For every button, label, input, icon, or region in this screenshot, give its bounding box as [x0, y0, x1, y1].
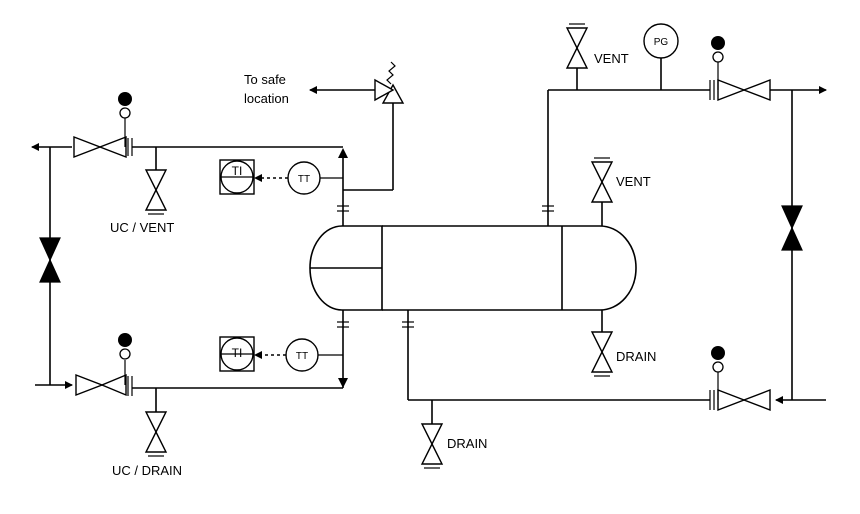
ti-bottom-label: TI [232, 346, 243, 360]
shell-inlet-line [402, 310, 826, 410]
uc-drain-label: UC / DRAIN [112, 463, 182, 478]
drain-bottom-label: DRAIN [447, 436, 487, 451]
right-bypass-valve [781, 205, 803, 251]
ti-top-label: TI [232, 164, 243, 178]
tube-outlet-line [127, 310, 349, 396]
uc-vent-label: UC / VENT [110, 220, 174, 235]
pg-label: PG [654, 37, 669, 48]
vent-top-label: VENT [594, 51, 629, 66]
to-safe-location-label-1: To safe [244, 72, 286, 87]
tt-bottom-label: TT [296, 351, 308, 362]
top-left-isolation-valve [73, 92, 132, 159]
shell-outlet-line [542, 80, 827, 400]
temperature-instrument-top [219, 159, 343, 195]
to-safe-location-label-2: location [244, 91, 289, 106]
bottom-left-isolation-valve [75, 333, 132, 397]
top-right-isolation-valve [711, 36, 771, 102]
relief-valve-line [309, 61, 405, 191]
vent-shell-label: VENT [616, 174, 651, 189]
uc-vent-valve [144, 147, 168, 215]
flow-arrow-down [338, 378, 348, 388]
shell-vent-valve [590, 157, 614, 226]
shell-drain-valve [590, 310, 614, 377]
uc-drain-valve [144, 388, 168, 457]
left-bypass-valve [39, 237, 61, 283]
tt-top-label: TT [298, 174, 310, 185]
temperature-instrument-bottom [219, 336, 343, 372]
pressure-gauge [643, 23, 679, 90]
top-vent-valve [565, 23, 589, 90]
drain-shell-label: DRAIN [616, 349, 656, 364]
heat-exchanger-shell [309, 225, 637, 311]
bottom-drain-valve [420, 400, 444, 469]
bottom-right-isolation-valve [711, 346, 771, 412]
flow-arrow-up [338, 148, 348, 158]
